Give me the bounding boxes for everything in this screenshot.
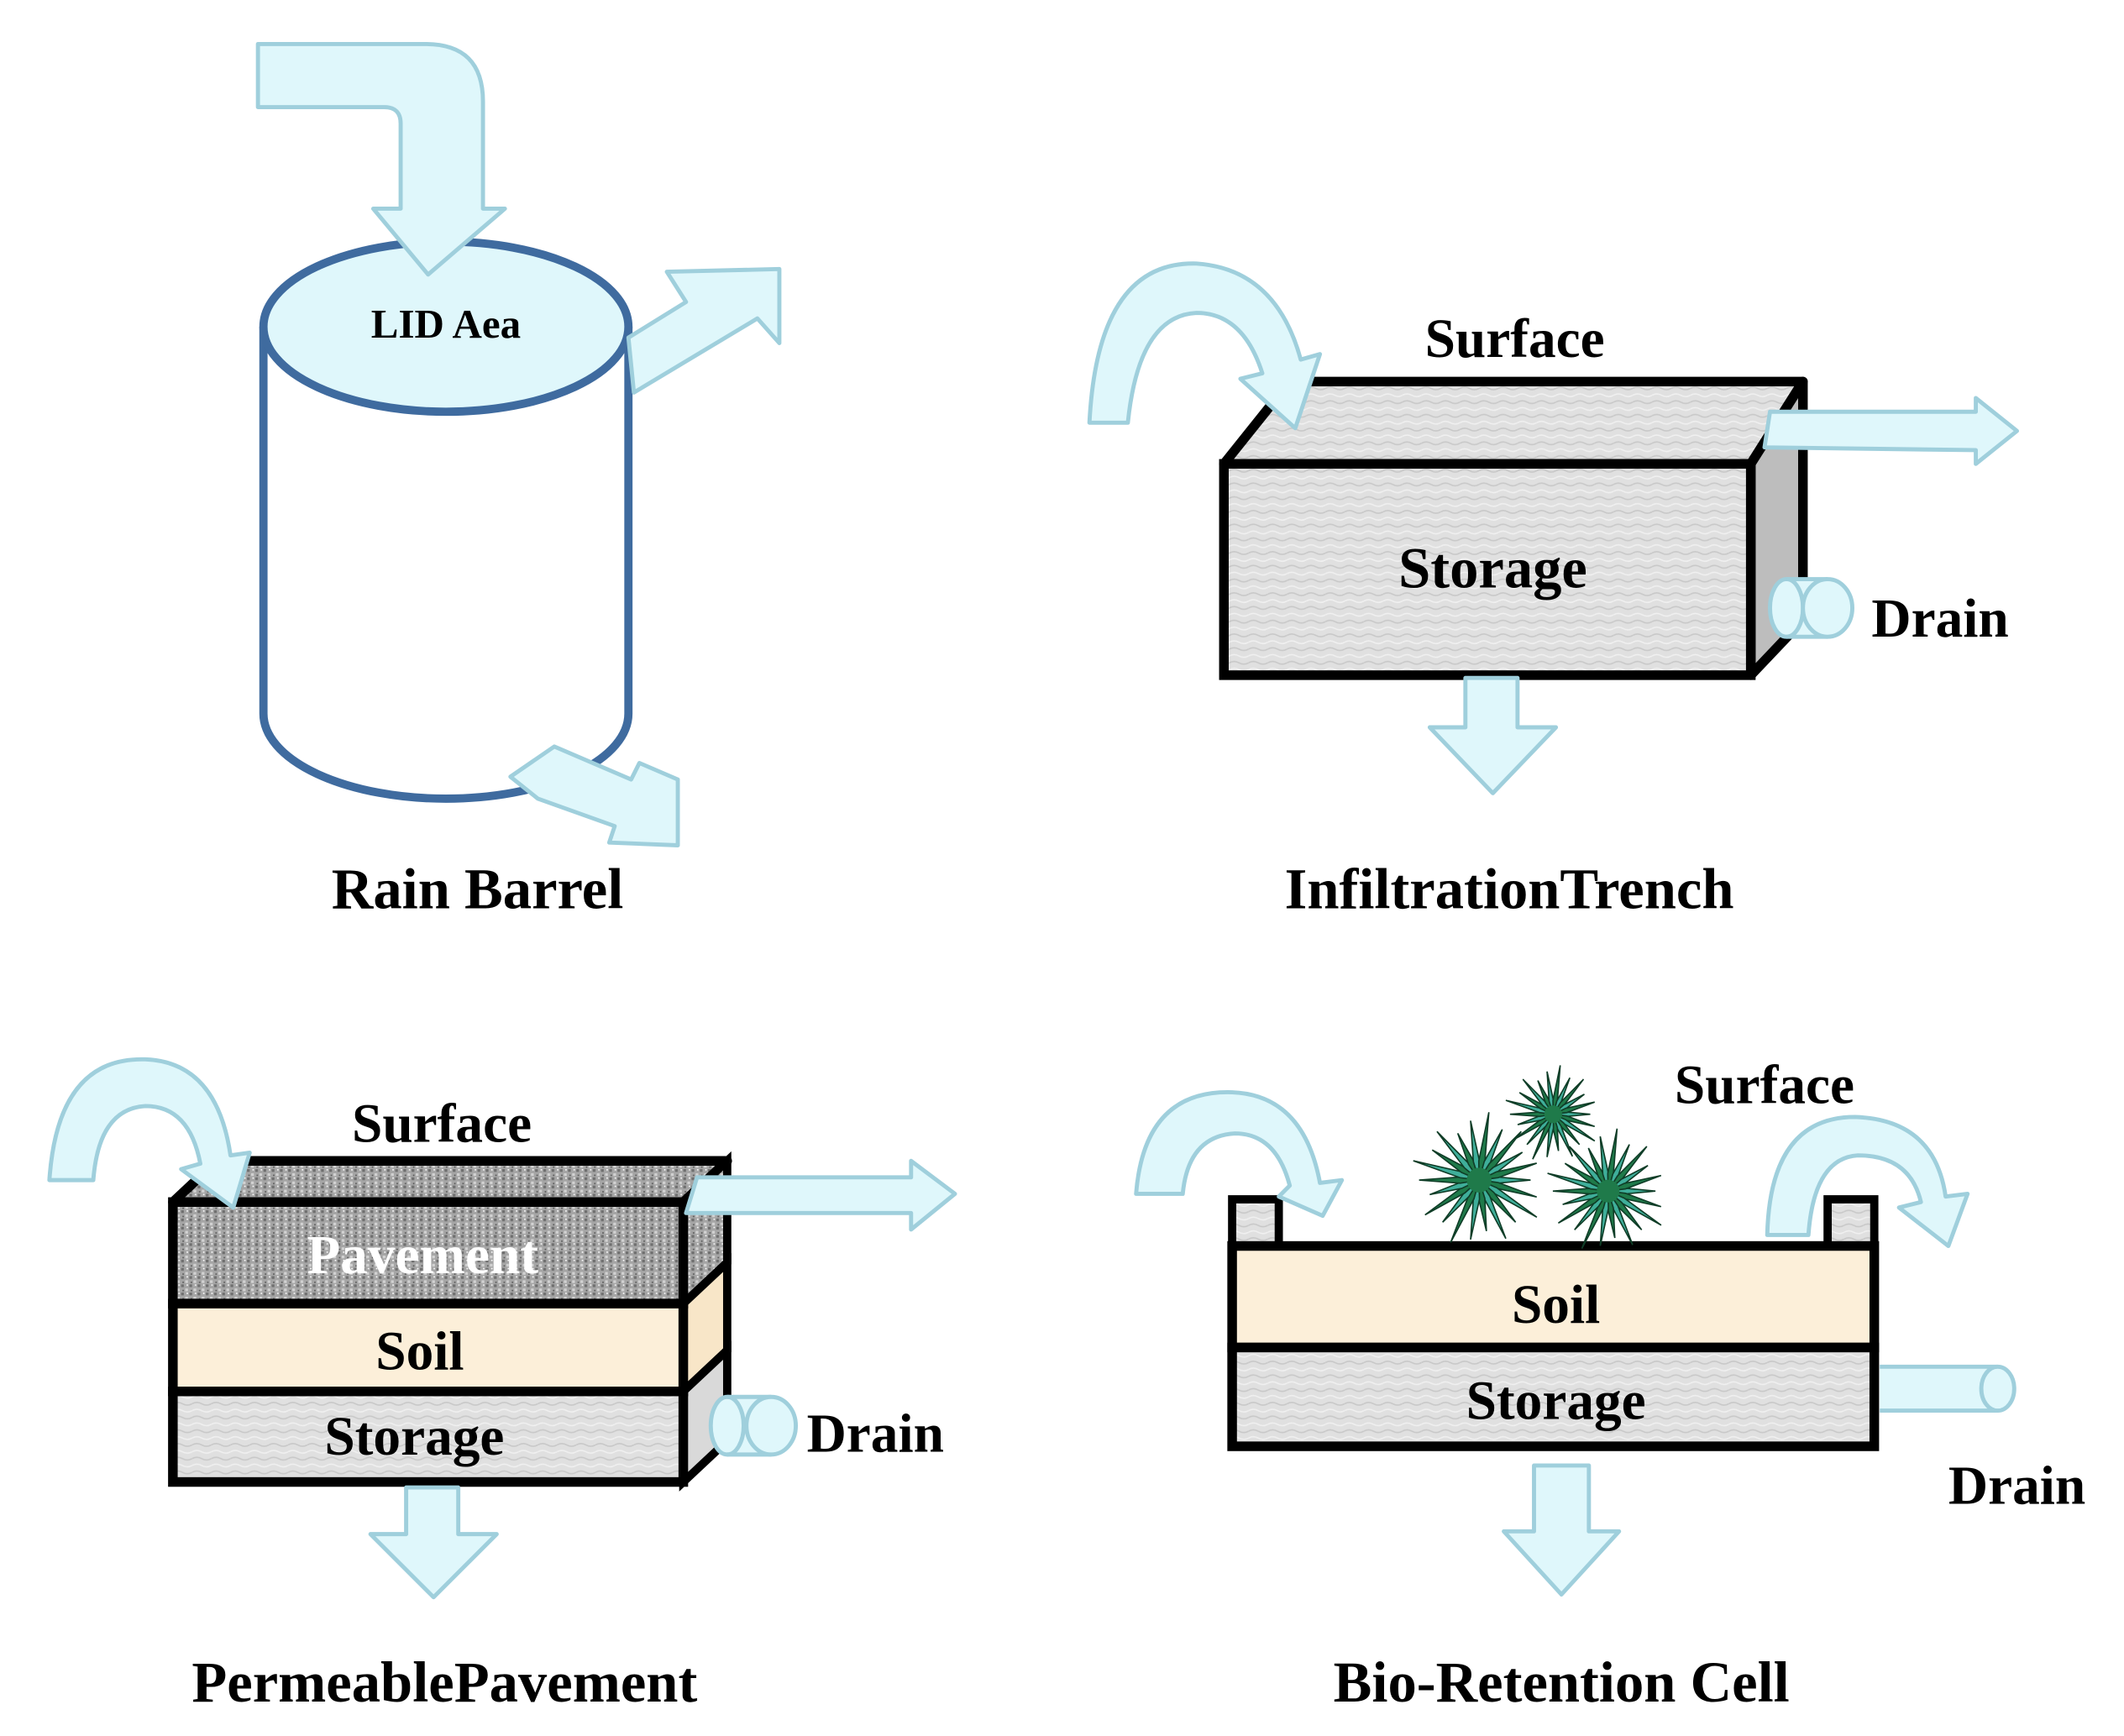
trench-exfiltration-arrow <box>1427 675 1559 795</box>
trench-storage-layer <box>1219 459 1756 680</box>
plant-rosette <box>1547 1128 1662 1249</box>
bio-drain-pipe <box>1880 1364 2016 1413</box>
pavement-inflow-arrow <box>47 1057 252 1210</box>
pavement-storage-layer <box>168 1386 689 1487</box>
pavement-layer-label: Pavement <box>307 1225 538 1286</box>
infiltration-trench: Surface Storage Drain InfiltrationTrench <box>1087 261 2020 921</box>
barrel-inflow-arrow <box>255 41 507 277</box>
pavement-drain-label: Drain <box>807 1404 944 1465</box>
bio-drain-label: Drain <box>1948 1456 2085 1517</box>
pavement-top-face <box>168 1156 732 1207</box>
trench-surface-label: Surface <box>1425 309 1605 370</box>
trench-drain-pipe <box>1768 577 1854 639</box>
left-berm <box>1228 1195 1283 1251</box>
bio-soil-layer <box>1227 1240 1880 1353</box>
bio-soil-label: Soil <box>1512 1275 1600 1335</box>
permeable-pavement-caption: PermeablePavement <box>191 1650 697 1714</box>
pavement-exfiltration-arrow <box>368 1485 499 1600</box>
plant-rosette <box>1505 1065 1596 1160</box>
bio-overflow-arrow <box>1765 1115 1970 1248</box>
rain-barrel: LID Aea Rain Barrel <box>255 41 782 921</box>
rain-barrel-caption: Rain Barrel <box>332 858 623 921</box>
pavement-surface-label: Surface <box>352 1094 532 1154</box>
pavement-storage-label: Storage <box>324 1407 504 1467</box>
trench-inflow-arrow <box>1087 261 1323 431</box>
trench-top-face <box>1219 376 1808 469</box>
right-berm <box>1823 1195 1879 1251</box>
bio-surface-label: Surface <box>1675 1056 1854 1116</box>
plant-cluster-icon <box>1413 1065 1662 1249</box>
barrel-overflow-arrow <box>626 266 782 395</box>
barrel-outlet-arrow <box>508 744 680 847</box>
bio-retention-cell: Surface Soil Storage Drain Bio-Retention… <box>1134 1056 2085 1714</box>
trench-storage-label: Storage <box>1398 536 1587 600</box>
bio-retention-caption: Bio-Retention Cell <box>1334 1650 1790 1714</box>
pavement-soil-label: Soil <box>375 1322 464 1382</box>
plant-rosette <box>1413 1112 1538 1243</box>
bio-exfiltration-arrow <box>1502 1463 1622 1597</box>
infiltration-trench-caption: InfiltrationTrench <box>1285 858 1734 921</box>
bio-storage-label: Storage <box>1466 1371 1646 1431</box>
permeable-pavement: Surface Pavement Soil Storage Drain Perm… <box>47 1057 957 1714</box>
pavement-overflow-arrow <box>684 1158 957 1232</box>
bio-storage-layer <box>1227 1342 1880 1451</box>
trench-overflow-arrow <box>1762 396 2020 466</box>
pavement-drain-pipe <box>708 1394 799 1457</box>
barrel-body <box>259 326 633 803</box>
barrel-top-label: LID Aea <box>371 301 521 347</box>
trench-drain-label: Drain <box>1871 589 2008 649</box>
bio-inflow-arrow <box>1134 1090 1345 1219</box>
